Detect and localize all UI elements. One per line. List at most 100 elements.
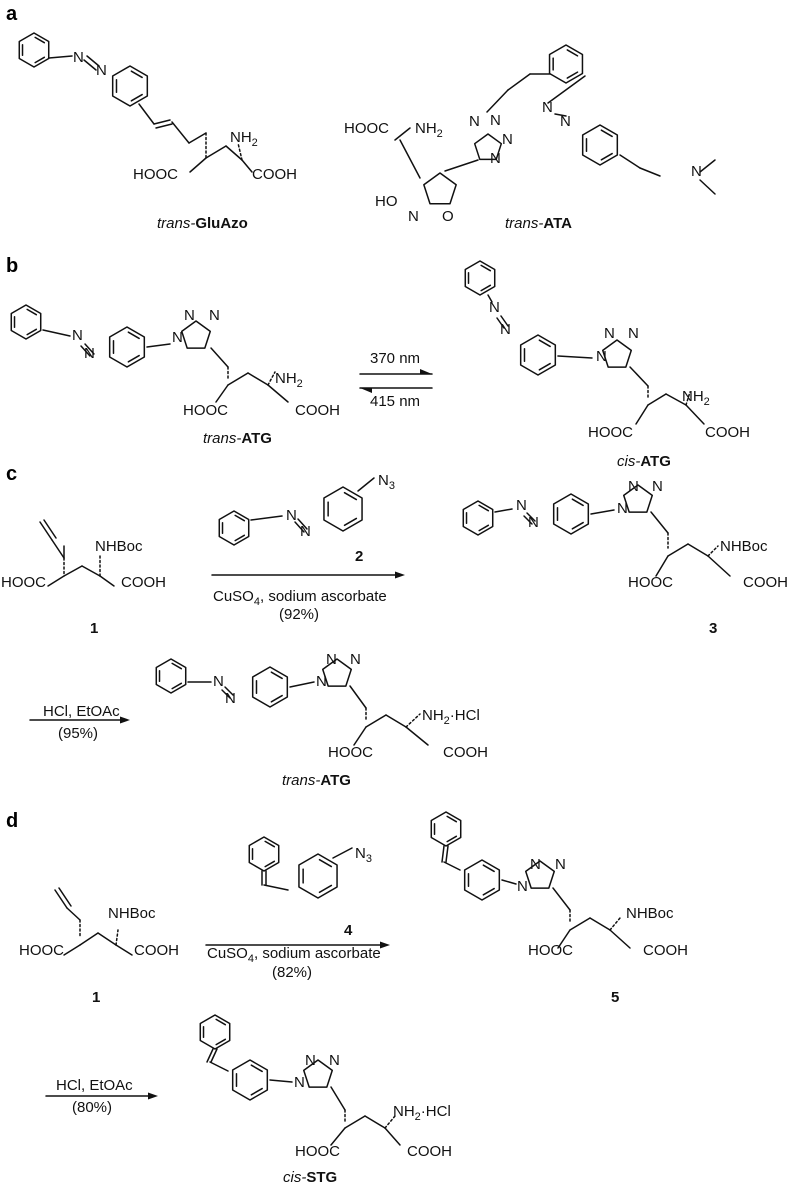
- bond-line: [294, 521, 305, 533]
- aromatic-double-bond: [571, 521, 584, 530]
- bond-line: [444, 159, 479, 172]
- c-product-3: N N N N N NHBoc HOOC COOH 3: [516, 478, 788, 637]
- bond-line: [267, 384, 289, 403]
- compound-number-5: 5: [611, 989, 619, 1006]
- arrow-head: [380, 941, 390, 949]
- bond-line: [445, 845, 449, 863]
- bond-line: [526, 512, 536, 522]
- triazole-n-label: N: [326, 651, 337, 668]
- bond-line: [63, 565, 83, 577]
- triazole-n-label: N: [316, 673, 327, 690]
- bond-line: [364, 1115, 386, 1129]
- compound-name-cis-atg: cis-ATG: [617, 453, 671, 470]
- d-starting-material: NHBoc HOOC COOH 1: [19, 905, 179, 1006]
- bond-line: [384, 1127, 401, 1146]
- aromatic-double-bond: [250, 1087, 263, 1096]
- bond-line: [155, 123, 173, 129]
- aromatic-double-bond: [127, 354, 140, 363]
- aromatic-double-bond: [571, 498, 584, 507]
- compound-number-1: 1: [90, 620, 98, 637]
- azide-label: N3: [378, 472, 395, 492]
- carboxyl-right-label: COOH: [705, 424, 750, 441]
- bond-line: [84, 343, 95, 355]
- tetrazole-n-label: N: [502, 131, 513, 148]
- panel-label-a: a: [6, 3, 18, 25]
- azo-nitrogen-label: N: [72, 327, 83, 344]
- bond-line: [353, 726, 367, 746]
- nhboc-label: NHBoc: [108, 905, 156, 922]
- tetrazole-n-label: N: [490, 112, 501, 129]
- bond-line: [500, 315, 509, 327]
- aromatic-double-bond: [482, 864, 495, 873]
- bond-line: [349, 685, 367, 709]
- bond-line: [79, 932, 99, 946]
- aromatic-double-bond: [34, 56, 46, 64]
- bond-line: [215, 384, 229, 403]
- aromatic-double-bond: [34, 36, 46, 44]
- bond-line: [487, 294, 493, 303]
- five-membered-ring: [601, 339, 633, 368]
- carboxyl-right-label: COOH: [252, 166, 297, 183]
- aromatic-double-bond: [600, 129, 613, 138]
- carboxyl-left-label: HOOC: [528, 942, 573, 959]
- carboxyl-right-label: COOH: [407, 1143, 452, 1160]
- bond-line: [224, 686, 234, 696]
- bond-line: [47, 575, 65, 587]
- triazole-n-label: N: [617, 500, 628, 517]
- benzene-ring: [548, 44, 584, 84]
- bond-line: [344, 1115, 366, 1129]
- carboxyl-right-label: COOH: [643, 942, 688, 959]
- bond-line: [227, 372, 249, 386]
- compound-number-1: 1: [92, 989, 100, 1006]
- bond-line: [42, 329, 71, 337]
- panel-label-d: d: [6, 810, 18, 832]
- azo-nitrogen-label: N: [96, 62, 107, 79]
- bond-line: [153, 119, 171, 125]
- bond-line: [357, 477, 375, 492]
- aromatic-double-bond: [566, 49, 579, 57]
- bond-line: [39, 521, 53, 541]
- bond-line: [97, 932, 117, 946]
- reaction-yield: (82%): [272, 964, 312, 981]
- photoswitch-arrows: 370 nm 415 nm: [370, 350, 420, 410]
- aromatic-double-bond: [538, 362, 551, 371]
- five-membered-ring: [180, 320, 212, 349]
- trans-atg-left: N N N N N NH2 HOOC COOH trans-ATG: [72, 307, 340, 447]
- c-starting-material: NHBoc HOOC COOH 1: [1, 538, 166, 637]
- c-final-trans-atg: N N N N N NH2·HCl HOOC COOH trans-ATG: [213, 651, 488, 789]
- bond-line: [138, 103, 155, 125]
- hashed-wedge-bond: [115, 929, 119, 946]
- triazole-n-label: N: [350, 651, 361, 668]
- bond-line: [58, 887, 72, 907]
- benzene-ring: [581, 124, 619, 166]
- bond-line: [189, 157, 207, 173]
- bond-line: [635, 404, 649, 425]
- d-step-two: HCl, EtOAc (80%): [56, 1077, 133, 1116]
- hashed-wedge-bond: [685, 391, 691, 406]
- triazole-n-label: N: [555, 856, 566, 873]
- carboxyl-right-label: COOH: [443, 744, 488, 761]
- compound-name-trans-atg: trans-ATG: [282, 772, 351, 789]
- bond-line: [48, 55, 73, 59]
- hashed-wedge-bond: [405, 713, 421, 728]
- bond-line: [609, 929, 631, 949]
- hydroxyl-label: HO: [375, 193, 398, 210]
- azo-nitrogen-label: N: [213, 673, 224, 690]
- aromatic-double-bond: [478, 504, 490, 512]
- nhboc-label: NHBoc: [720, 538, 768, 555]
- bond-line: [171, 121, 190, 144]
- bond-line: [250, 515, 283, 521]
- aromatic-double-bond: [538, 339, 551, 348]
- hashed-wedge-bond: [237, 142, 243, 161]
- arrow-head: [395, 571, 405, 579]
- bond-line: [589, 917, 611, 931]
- carboxyl-left-label: HOOC: [183, 402, 228, 419]
- amine-hcl-label: NH2·HCl: [422, 707, 480, 727]
- aromatic-double-bond: [26, 308, 38, 316]
- five-membered-ring: [423, 172, 457, 205]
- hashed-wedge-bond: [267, 371, 276, 386]
- bond-line: [221, 689, 231, 699]
- five-membered-ring: [302, 1059, 334, 1088]
- bond-line: [225, 145, 243, 161]
